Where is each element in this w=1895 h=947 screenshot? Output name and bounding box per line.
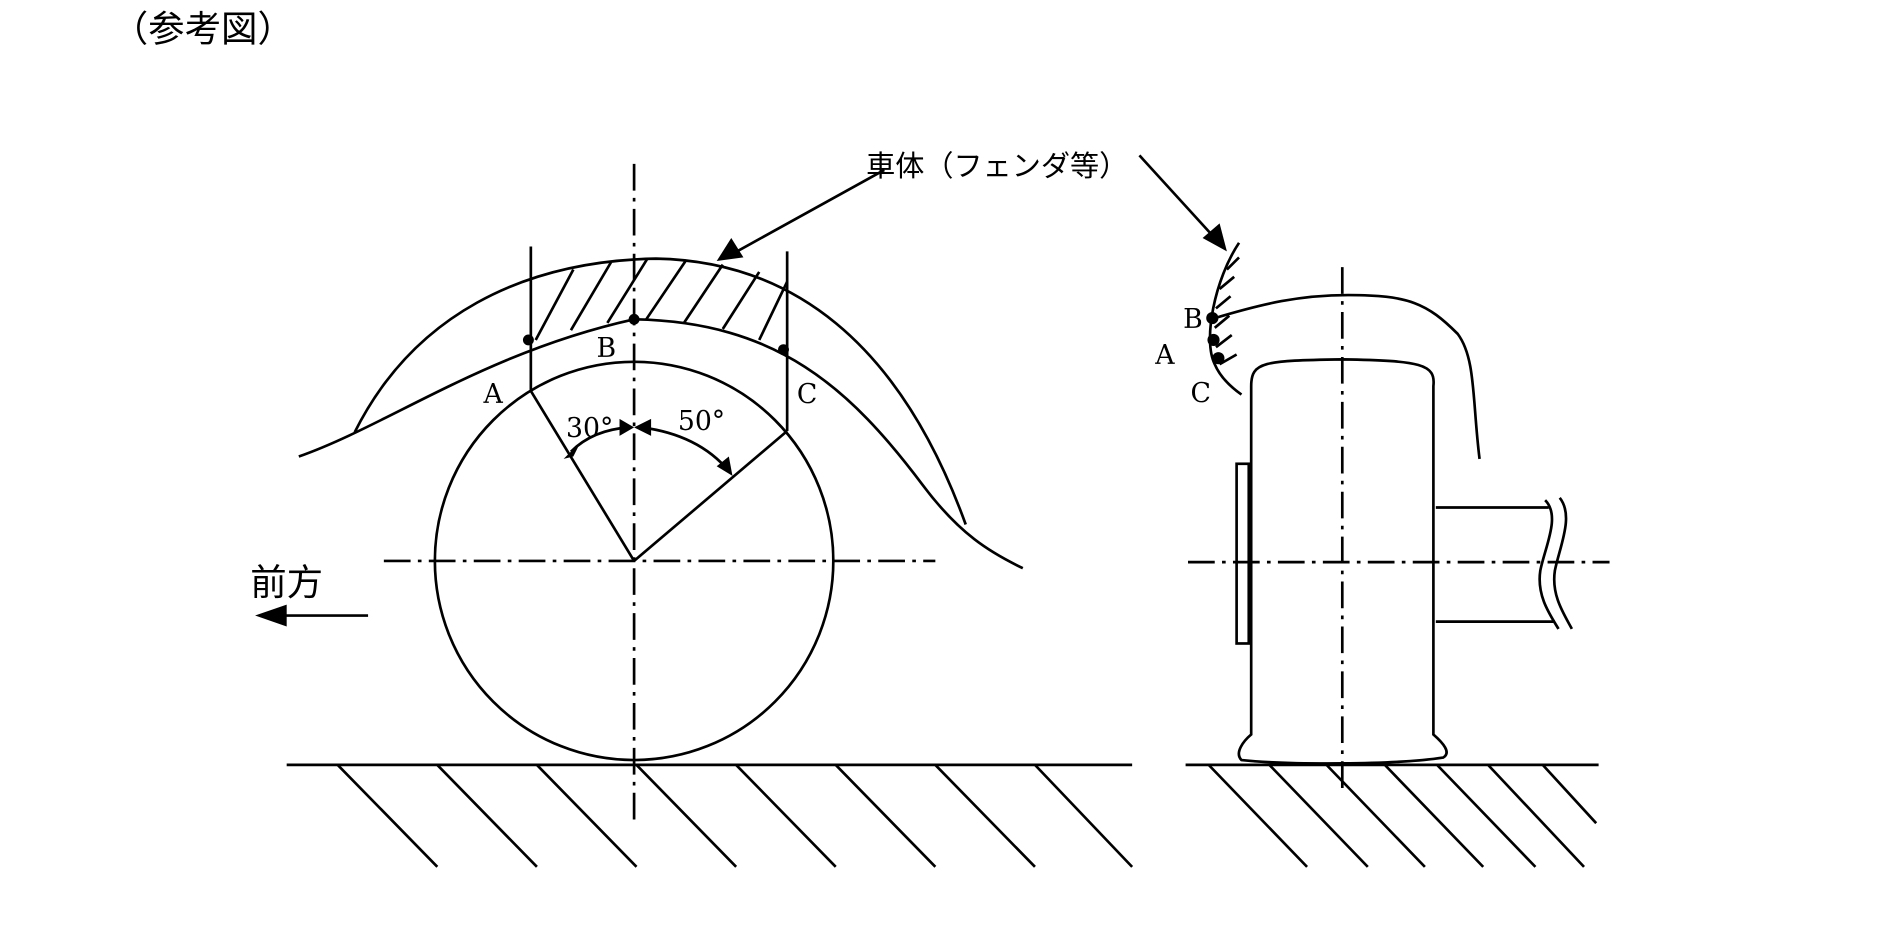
label-b: B [1183,304,1203,335]
side-view: A B C 30° 50° 前方 [250,163,1134,868]
forward-label: 前方 [250,561,323,604]
fender-front [1214,293,1481,460]
fender-inner [298,317,1024,570]
arrowhead-icon [634,418,652,436]
ground-hatching [1207,763,1598,868]
fender-outer [353,257,967,525]
label-a: A [482,379,503,410]
angle-30-label: 30° [566,413,613,444]
body-label: 車体（フェンダ等） [866,149,1128,183]
point-b-marker [1206,312,1219,325]
wheel-hub [1235,462,1251,645]
arrowhead-icon [563,441,581,459]
fender-hatching [534,257,789,341]
arrow-left-icon [255,604,287,627]
angle-50-label: 50° [678,406,725,437]
arrowhead-icon [619,418,635,436]
point-b-marker [628,313,640,325]
label-a: A [1154,340,1175,371]
figure-title: （参考図） [112,7,294,50]
body-edge [1208,242,1243,396]
point-c-marker [778,344,789,356]
arrowhead-icon [716,456,733,476]
arrowhead-icon [1202,223,1227,252]
arrowhead-icon [716,237,744,262]
label-c: C [1190,378,1210,409]
ground-hatching [336,763,1134,868]
tire [1237,358,1448,765]
point-c-marker [1212,352,1225,365]
point-a-marker [522,334,534,346]
label-c: C [797,379,817,410]
front-view: B A C [1154,242,1610,868]
point-a-marker [1207,333,1220,347]
label-b: B [596,333,616,364]
